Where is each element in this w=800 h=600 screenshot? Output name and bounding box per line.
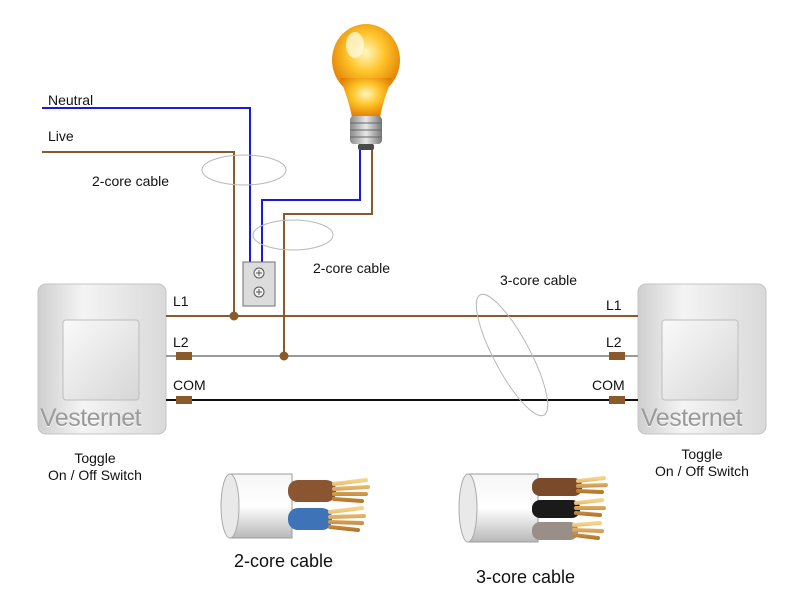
right-l2-terminal [609, 352, 625, 360]
left-switch-caption-line2: On / Off Switch [48, 467, 142, 483]
right-l2-label: L2 [606, 334, 622, 350]
right-com-label: COM [592, 377, 625, 393]
right-switch-caption-line1: Toggle [681, 446, 723, 462]
right-com-terminal [609, 396, 625, 404]
right-switch-caption: Toggle On / Off Switch [632, 446, 772, 480]
left-switch-caption: Toggle On / Off Switch [25, 450, 165, 484]
left-switch-rocker [62, 319, 140, 401]
left-l2-terminal [176, 352, 192, 360]
live-wire [42, 151, 235, 316]
lamp-live-wire [283, 150, 373, 356]
legend-2core-label: 2-core cable [234, 551, 334, 571]
live-junction-dot [229, 311, 239, 321]
lamp-neutral-wire [261, 150, 361, 262]
neutral-label: Neutral [48, 92, 94, 108]
cable-label-2core-mains: 2-core cable [92, 173, 170, 189]
connector-block [242, 261, 276, 307]
cable-ellipse-mains [201, 154, 287, 186]
right-l1-label: L1 [606, 297, 622, 313]
two-core-cable-icon [220, 473, 370, 539]
right-switch-brand: Vesternet [641, 404, 743, 432]
neutral-wire [42, 107, 251, 262]
left-com-terminal [176, 396, 192, 404]
cable-label-2core-lamp: 2-core cable [313, 260, 391, 276]
live-label: Live [48, 128, 74, 144]
right-switch-rocker [661, 319, 739, 401]
left-switch-brand: Vesternet [40, 404, 142, 432]
right-switch-caption-line2: On / Off Switch [655, 463, 749, 479]
cable-ellipse-3core [475, 293, 549, 417]
cable-label-3core: 3-core cable [500, 272, 578, 288]
lamp-junction-dot [279, 351, 289, 361]
left-l2-label: L2 [173, 334, 189, 350]
left-com-label: COM [173, 377, 206, 393]
right-switch [637, 283, 767, 435]
left-switch [37, 283, 167, 435]
three-core-cable-icon [458, 473, 608, 543]
legend-3core-label: 3-core cable [476, 567, 576, 587]
left-l1-label: L1 [173, 293, 189, 309]
light-bulb-icon [332, 24, 400, 150]
cable-ellipse-lamp [252, 219, 334, 251]
left-switch-caption-line1: Toggle [74, 450, 116, 466]
